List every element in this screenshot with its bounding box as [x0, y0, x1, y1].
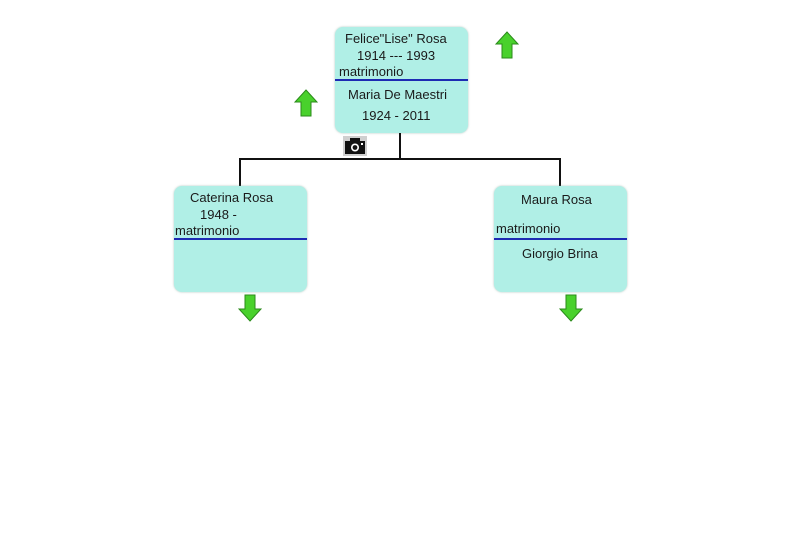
spouse-name: Giorgio Brina [522, 246, 598, 261]
arrow-up-icon[interactable] [495, 31, 519, 59]
person-dates: 1948 - [200, 207, 237, 222]
person-name: Caterina Rosa [190, 190, 274, 205]
marriage-separator [335, 79, 468, 81]
marriage-label: matrimonio [496, 221, 561, 236]
person-name: Maura Rosa [521, 192, 592, 207]
child-box-maura[interactable]: Maura Rosa matrimonio Giorgio Brina [494, 186, 627, 292]
spouse-dates: 1924 - 2011 [362, 108, 431, 123]
person-dates: 1914 --- 1993 [357, 48, 436, 63]
camera-icon[interactable] [343, 136, 367, 156]
arrow-down-icon[interactable] [238, 294, 262, 322]
connector-line [239, 158, 561, 160]
connector-line [239, 158, 241, 187]
arrow-down-icon[interactable] [559, 294, 583, 322]
person-name: Felice"Lise" Rosa [345, 31, 447, 46]
arrow-up-icon[interactable] [294, 89, 318, 117]
root-couple-box[interactable]: Felice"Lise" Rosa 1914 --- 1993 matrimon… [335, 27, 468, 133]
marriage-label: matrimonio [175, 223, 240, 238]
child-box-caterina[interactable]: Caterina Rosa 1948 - matrimonio [174, 186, 307, 292]
connector-line [399, 133, 401, 160]
connector-line [559, 158, 561, 187]
marriage-separator [174, 238, 307, 240]
spouse-name: Maria De Maestri [348, 87, 447, 102]
marriage-label: matrimonio [339, 64, 404, 79]
marriage-separator [494, 238, 627, 240]
